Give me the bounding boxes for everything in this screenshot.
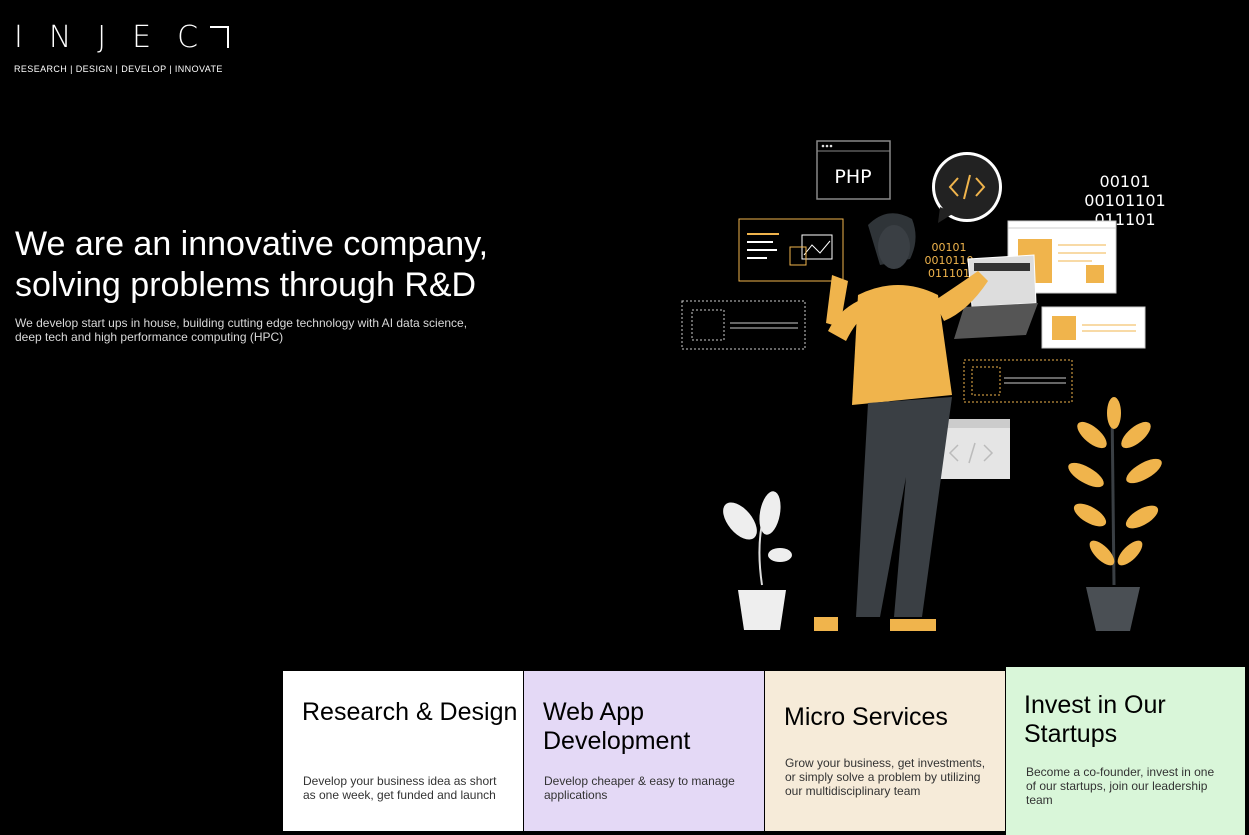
- plant-left-icon: [723, 491, 792, 630]
- logo-tagline: RESEARCH | DESIGN | DEVELOP | INNOVATE: [14, 64, 223, 74]
- card-text: Develop your business idea as short as o…: [303, 774, 497, 802]
- card-title: Research & Design: [302, 698, 518, 726]
- php-window-icon: PHP: [816, 140, 891, 200]
- small-card-icon: [1041, 306, 1146, 349]
- code-bubble-icon: [932, 152, 1002, 223]
- binary-top-1: 00101: [1100, 172, 1151, 191]
- dashed-placeholder-icon: [681, 300, 806, 350]
- logo-wordmark: INJEC: [14, 20, 225, 55]
- hero-title: We are an innovative company, solving pr…: [15, 224, 535, 306]
- image-card-icon: [738, 218, 844, 282]
- card-title: Web App Development: [543, 698, 691, 755]
- binary-mid-2: 0010110: [925, 254, 974, 267]
- developer-illustration: PHP 00101 00101101 011101 00101 0010110 …: [681, 140, 1166, 631]
- card-title: Invest in Our Startups: [1024, 691, 1166, 748]
- card-text: Become a co-founder, invest in one of ou…: [1026, 765, 1215, 807]
- card-micro-services[interactable]: Micro Services Grow your business, get i…: [765, 671, 1005, 831]
- plant-right-icon: [1068, 397, 1162, 631]
- logo-bracket-icon: [210, 26, 229, 48]
- card-text: Develop cheaper & easy to manage applica…: [544, 774, 735, 802]
- hero-title-line-2: solving problems through R&D: [15, 266, 477, 304]
- laptop-icon: [954, 254, 1038, 339]
- card-web-app-development[interactable]: Web App Development Develop cheaper & ea…: [524, 671, 764, 831]
- card-text: Grow your business, get investments, or …: [785, 756, 986, 798]
- card-invest-startups[interactable]: Invest in Our Startups Become a co-found…: [1006, 667, 1245, 835]
- php-label: PHP: [834, 166, 871, 188]
- binary-mid-3: 011101: [928, 267, 970, 280]
- logo[interactable]: INJEC RESEARCH | DESIGN | DEVELOP | INNO…: [14, 22, 239, 78]
- dashed-placeholder-right-icon: [963, 359, 1073, 403]
- person-icon: [814, 213, 988, 631]
- binary-mid-1: 00101: [932, 241, 967, 254]
- hero-subtitle: We develop start ups in house, building …: [15, 316, 468, 344]
- hero-title-line-1: We are an innovative company,: [15, 225, 489, 263]
- card-research-design[interactable]: Research & Design Develop your business …: [283, 671, 523, 831]
- binary-top-2: 00101101: [1084, 191, 1165, 210]
- card-title: Micro Services: [784, 703, 948, 731]
